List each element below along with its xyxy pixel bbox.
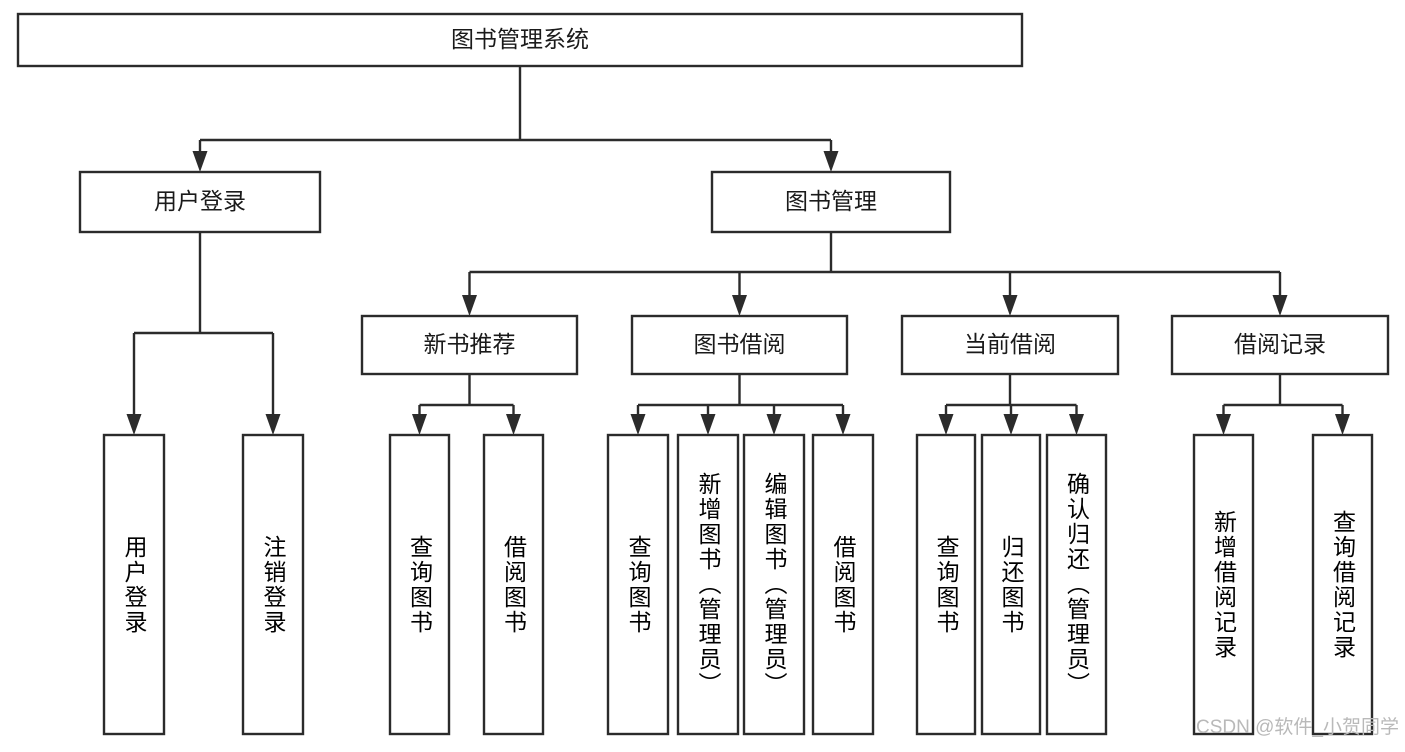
edge-book-management-to-new-book-recommend-arrowhead <box>462 295 477 316</box>
csdn-watermark: CSDN @软件_小贺同学 <box>1196 716 1399 738</box>
edge-book-management-to-book-borrow-arrowhead <box>732 295 747 316</box>
node-leaf-user-login[interactable]: 用户登录 <box>102 433 166 736</box>
node-box-leaf-user-logout[interactable] <box>241 433 305 736</box>
node-box-leaf-confirm-return[interactable] <box>1045 433 1108 736</box>
node-box-leaf-borrow-book-2[interactable] <box>811 433 875 736</box>
node-borrow-record[interactable]: 借阅记录 <box>1170 314 1390 376</box>
node-box-book-management[interactable] <box>710 170 952 234</box>
node-box-leaf-return-book[interactable] <box>980 433 1042 736</box>
edge-root-to-book-management-arrowhead <box>823 151 839 172</box>
node-box-leaf-query-record[interactable] <box>1311 433 1374 736</box>
node-label-wrap-leaf-query-book-1: 查询图书 <box>406 534 433 635</box>
edge-current-borrow-to-leaf-return-book-arrowhead <box>1003 414 1019 435</box>
edge-book-borrow-to-leaf-add-book-arrowhead <box>700 414 716 435</box>
node-label-book-management: 图书管理 <box>785 188 877 214</box>
node-box-user-login[interactable] <box>78 170 322 234</box>
node-label-leaf-confirm-return: 确认归还（管理员） <box>1063 472 1090 697</box>
edge-book-borrow-to-leaf-borrow-book-2-arrowhead <box>835 414 851 435</box>
node-box-leaf-borrow-book-1[interactable] <box>482 433 545 736</box>
node-box-leaf-query-book-1[interactable] <box>388 433 451 736</box>
edge-user-login-to-leaf-user-logout-arrowhead <box>265 414 281 435</box>
edge-borrow-record-to-leaf-query-record-arrowhead <box>1335 414 1350 435</box>
node-label-leaf-query-book-3: 查询图书 <box>933 534 959 635</box>
node-label-leaf-user-login: 用户登录 <box>121 534 147 635</box>
node-label-leaf-query-book-2: 查询图书 <box>625 534 651 635</box>
node-label-leaf-user-logout: 注销登录 <box>260 534 286 635</box>
node-leaf-query-book-1[interactable]: 查询图书 <box>388 433 451 736</box>
node-label-wrap-leaf-add-record: 新增借阅记录 <box>1210 509 1237 660</box>
node-leaf-borrow-book-1[interactable]: 借阅图书 <box>482 433 545 736</box>
node-leaf-edit-book[interactable]: 编辑图书（管理员） <box>742 433 806 736</box>
node-label-leaf-query-record: 查询借阅记录 <box>1329 509 1356 660</box>
node-box-leaf-query-book-2[interactable] <box>606 433 670 736</box>
node-leaf-add-record[interactable]: 新增借阅记录 <box>1192 433 1255 736</box>
node-label-wrap-leaf-add-book: 新增图书（管理员） <box>695 472 721 697</box>
edge-book-borrow-to-leaf-query-book-2-arrowhead <box>630 414 646 435</box>
node-box-root[interactable] <box>16 12 1024 68</box>
node-label-wrap-leaf-query-book-2: 查询图书 <box>625 534 651 635</box>
node-layer: 图书管理系统用户登录图书管理新书推荐图书借阅当前借阅借阅记录用户登录注销登录查询… <box>16 12 1390 736</box>
node-label-wrap-leaf-query-record: 查询借阅记录 <box>1329 509 1356 660</box>
node-label-wrap-leaf-confirm-return: 确认归还（管理员） <box>1063 472 1090 697</box>
edge-current-borrow-to-leaf-query-book-3-arrowhead <box>938 414 954 435</box>
node-label-book-borrow: 图书借阅 <box>694 331 786 357</box>
node-user-login[interactable]: 用户登录 <box>78 170 322 234</box>
node-label-wrap-leaf-user-login: 用户登录 <box>121 534 147 635</box>
node-label-wrap-leaf-edit-book: 编辑图书（管理员） <box>761 472 787 697</box>
node-leaf-user-logout[interactable]: 注销登录 <box>241 433 305 736</box>
node-label-user-login: 用户登录 <box>154 188 246 214</box>
edge-new-book-recommend-to-leaf-query-book-1-arrowhead <box>412 414 427 435</box>
node-label-wrap-leaf-return-book: 归还图书 <box>998 534 1024 635</box>
node-label-wrap-leaf-borrow-book-1: 借阅图书 <box>500 534 527 635</box>
node-label-leaf-edit-book: 编辑图书（管理员） <box>761 472 787 697</box>
node-label-root: 图书管理系统 <box>451 26 589 52</box>
edge-root-to-user-login-arrowhead <box>192 151 208 172</box>
node-book-management[interactable]: 图书管理 <box>710 170 952 234</box>
node-leaf-query-book-2[interactable]: 查询图书 <box>606 433 670 736</box>
node-root[interactable]: 图书管理系统 <box>16 12 1024 68</box>
node-new-book-recommend[interactable]: 新书推荐 <box>360 314 579 376</box>
node-box-book-borrow[interactable] <box>630 314 849 376</box>
connector-layer <box>126 66 1350 435</box>
node-label-new-book-recommend: 新书推荐 <box>424 331 516 357</box>
node-book-borrow[interactable]: 图书借阅 <box>630 314 849 376</box>
node-label-leaf-return-book: 归还图书 <box>998 534 1024 635</box>
node-label-wrap-leaf-borrow-book-2: 借阅图书 <box>830 534 856 635</box>
node-label-leaf-borrow-book-1: 借阅图书 <box>500 534 527 635</box>
node-label-leaf-borrow-book-2: 借阅图书 <box>830 534 856 635</box>
node-box-leaf-user-login[interactable] <box>102 433 166 736</box>
node-current-borrow[interactable]: 当前借阅 <box>900 314 1120 376</box>
node-label-leaf-query-book-1: 查询图书 <box>406 534 433 635</box>
edge-new-book-recommend-to-leaf-borrow-book-1-arrowhead <box>506 414 521 435</box>
node-box-leaf-add-book[interactable] <box>676 433 740 736</box>
node-leaf-add-book[interactable]: 新增图书（管理员） <box>676 433 740 736</box>
node-leaf-query-record[interactable]: 查询借阅记录 <box>1311 433 1374 736</box>
node-label-leaf-add-book: 新增图书（管理员） <box>695 472 721 697</box>
node-box-borrow-record[interactable] <box>1170 314 1390 376</box>
node-label-borrow-record: 借阅记录 <box>1234 331 1326 357</box>
node-label-leaf-add-record: 新增借阅记录 <box>1210 509 1237 660</box>
node-label-wrap-leaf-query-book-3: 查询图书 <box>933 534 959 635</box>
node-box-leaf-edit-book[interactable] <box>742 433 806 736</box>
edge-current-borrow-to-leaf-confirm-return-arrowhead <box>1069 414 1084 435</box>
edge-borrow-record-to-leaf-add-record-arrowhead <box>1216 414 1231 435</box>
node-leaf-return-book[interactable]: 归还图书 <box>980 433 1042 736</box>
node-leaf-confirm-return[interactable]: 确认归还（管理员） <box>1045 433 1108 736</box>
edge-book-management-to-borrow-record-arrowhead <box>1272 295 1288 316</box>
node-box-leaf-add-record[interactable] <box>1192 433 1255 736</box>
node-leaf-query-book-3[interactable]: 查询图书 <box>915 433 977 736</box>
node-box-current-borrow[interactable] <box>900 314 1120 376</box>
edge-book-management-to-current-borrow-arrowhead <box>1002 295 1018 316</box>
edge-user-login-to-leaf-user-login-arrowhead <box>126 414 142 435</box>
node-leaf-borrow-book-2[interactable]: 借阅图书 <box>811 433 875 736</box>
node-box-leaf-query-book-3[interactable] <box>915 433 977 736</box>
node-label-current-borrow: 当前借阅 <box>964 331 1056 357</box>
edge-book-borrow-to-leaf-edit-book-arrowhead <box>766 414 782 435</box>
node-label-wrap-leaf-user-logout: 注销登录 <box>260 534 286 635</box>
node-box-new-book-recommend[interactable] <box>360 314 579 376</box>
